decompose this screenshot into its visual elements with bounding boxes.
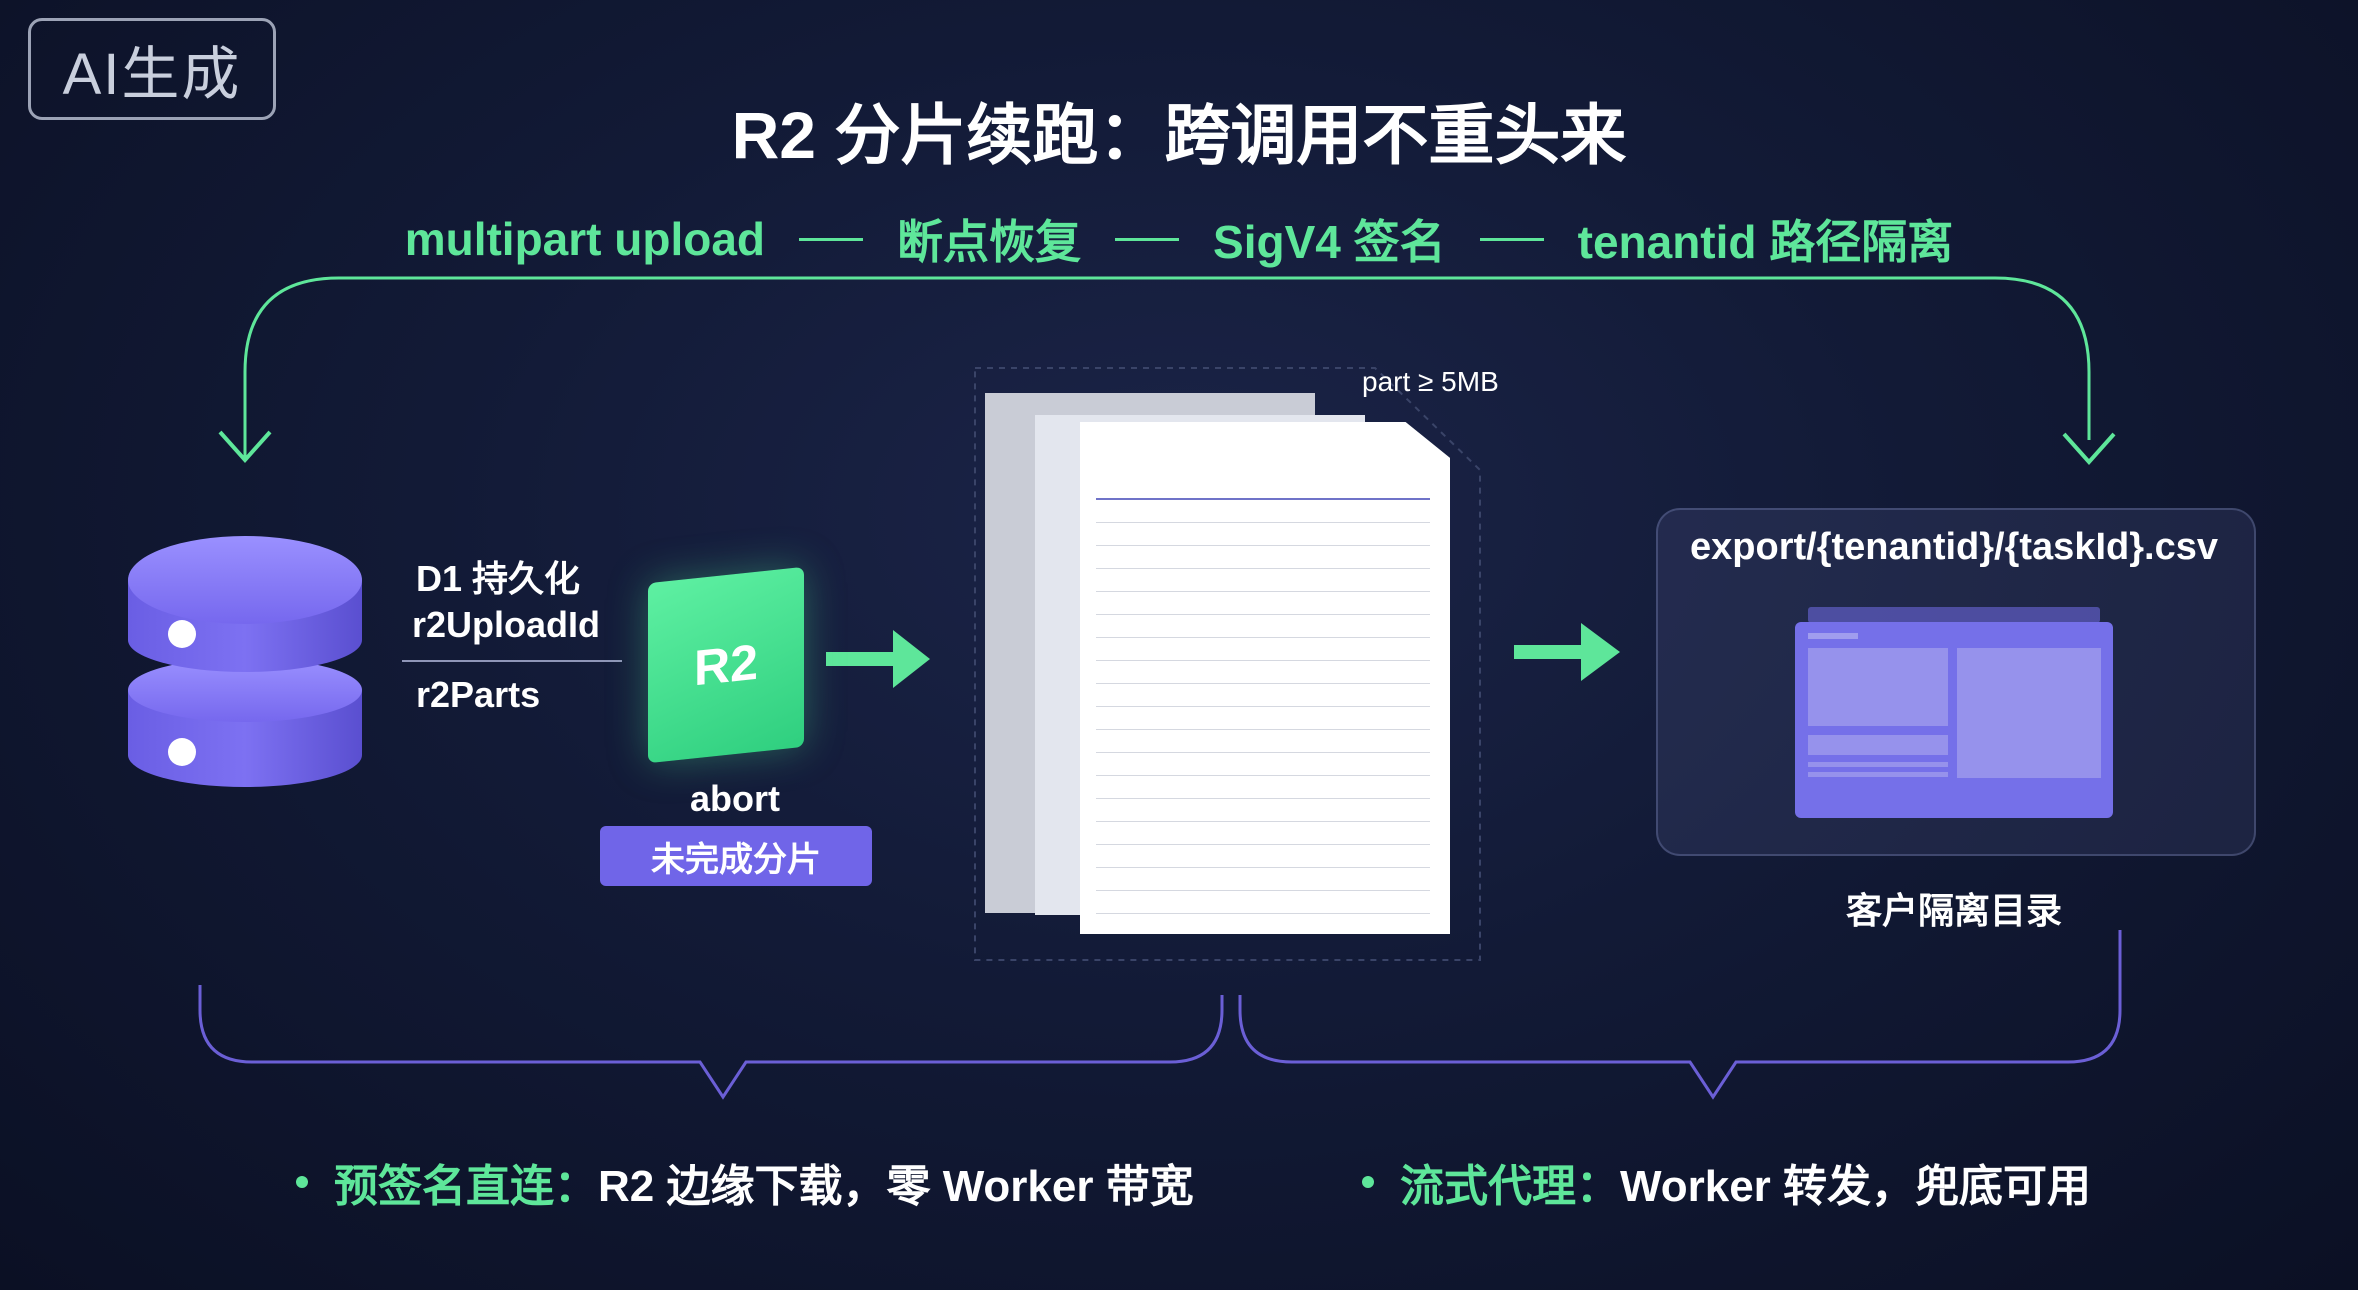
- arrow-right-icon: [826, 630, 930, 688]
- document-table: [1096, 476, 1430, 914]
- tenant-directory-caption: 客户隔离目录: [1845, 890, 2062, 931]
- loop-arrow-right-icon: [2062, 432, 2116, 466]
- bullet-text: Worker 转发，兜底可用: [1620, 1162, 2092, 1211]
- export-path: export/{tenantid}/{taskId}.csv: [1690, 526, 2218, 568]
- abort-label: abort: [690, 778, 780, 819]
- subtitle-divider: [1479, 237, 1544, 241]
- subtitle-row: multipart upload 断点恢复 SigV4 签名 tenantid …: [0, 206, 2358, 272]
- subtitle-item-resume: 断点恢复: [897, 216, 1082, 268]
- database-icon: [128, 536, 362, 787]
- bullet-dot: [296, 1176, 308, 1188]
- arrow-right-icon: [1514, 623, 1620, 681]
- subtitle-divider: [1115, 237, 1180, 241]
- bullet-presigned: 预签名直连： R2 边缘下载，零 Worker 带宽: [296, 1150, 1194, 1214]
- subtitle-item-sigv4: SigV4 签名: [1213, 216, 1446, 268]
- subtitle-divider: [799, 237, 864, 241]
- bracket-right: [1238, 930, 2122, 1100]
- subtitle-item-tenant: tenantid 路径隔离: [1577, 216, 1954, 268]
- part-size-label: part ≥ 5MB: [1362, 366, 1499, 397]
- bullet-highlight: 预签名直连：: [334, 1162, 598, 1211]
- tenant-directory-panel: [1656, 508, 2256, 856]
- ai-generated-badge: AI生成: [28, 18, 276, 120]
- bullet-dot: [1362, 1176, 1374, 1188]
- db-label-upload-id: r2UploadId: [412, 604, 601, 645]
- loop-arrow-left-icon: [218, 430, 272, 464]
- abort-pill: 未完成分片: [600, 826, 872, 886]
- loop-arc: [243, 276, 2091, 460]
- subtitle-item-multipart: multipart upload: [404, 213, 766, 265]
- db-label-parts: r2Parts: [416, 674, 541, 715]
- window-icon: [1795, 607, 2113, 818]
- r2-label: R2: [694, 633, 758, 697]
- r2-storage-block: R2: [648, 566, 804, 764]
- bullet-highlight: 流式代理：: [1400, 1162, 1620, 1211]
- bullet-stream-proxy: 流式代理： Worker 转发，兜底可用: [1362, 1150, 2091, 1214]
- db-label-d1: D1 持久化: [416, 558, 581, 599]
- document-page-front: [1080, 422, 1450, 934]
- bracket-left: [198, 985, 1224, 1100]
- page-title: R2 分片续跑：跨调用不重头来: [731, 98, 1627, 172]
- bullet-text: R2 边缘下载，零 Worker 带宽: [598, 1162, 1194, 1211]
